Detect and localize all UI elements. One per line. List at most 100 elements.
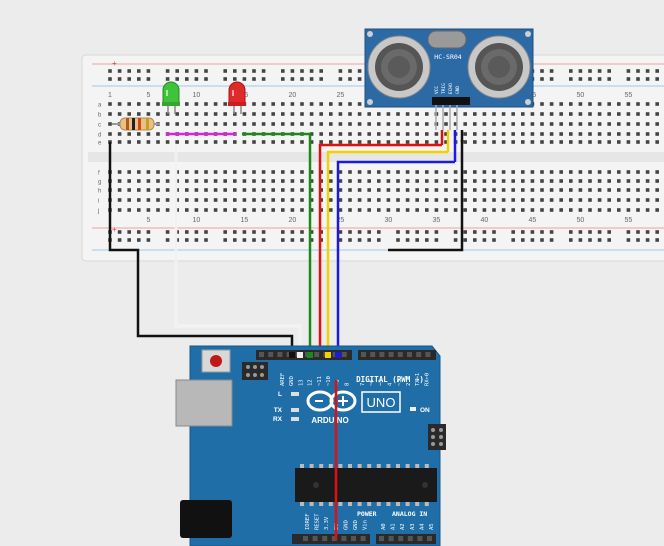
breadboard-hole[interactable] <box>252 188 256 192</box>
breadboard-hole[interactable] <box>521 230 525 234</box>
breadboard-hole[interactable] <box>636 230 640 234</box>
breadboard-hole[interactable] <box>290 179 295 183</box>
breadboard-hole[interactable] <box>223 112 227 116</box>
breadboard-hole[interactable] <box>636 69 640 73</box>
breadboard-hole[interactable] <box>281 208 285 212</box>
breadboard-hole[interactable] <box>415 140 419 144</box>
breadboard-hole[interactable] <box>338 132 343 136</box>
breadboard-hole[interactable] <box>357 132 362 136</box>
breadboard-hole[interactable] <box>578 238 583 242</box>
breadboard-hole[interactable] <box>607 179 611 183</box>
breadboard-hole[interactable] <box>396 230 400 234</box>
breadboard-hole[interactable] <box>290 112 295 116</box>
breadboard-hole[interactable] <box>396 122 400 126</box>
breadboard-hole[interactable] <box>597 208 602 212</box>
header-pin[interactable] <box>341 536 347 541</box>
breadboard-hole[interactable] <box>146 170 151 174</box>
breadboard-hole[interactable] <box>511 198 515 202</box>
breadboard-hole[interactable] <box>281 122 285 126</box>
breadboard-hole[interactable] <box>588 112 592 116</box>
breadboard-hole[interactable] <box>607 198 611 202</box>
breadboard-hole[interactable] <box>626 230 631 234</box>
breadboard-hole[interactable] <box>578 77 583 81</box>
breadboard-hole[interactable] <box>146 208 151 212</box>
header-pin[interactable] <box>322 536 328 541</box>
breadboard-hole[interactable] <box>492 230 496 234</box>
breadboard-hole[interactable] <box>588 69 592 73</box>
breadboard-hole[interactable] <box>425 179 429 183</box>
breadboard-hole[interactable] <box>521 122 525 126</box>
breadboard-hole[interactable] <box>329 179 333 183</box>
breadboard-hole[interactable] <box>223 102 227 106</box>
breadboard-hole[interactable] <box>156 179 160 183</box>
breadboard-hole[interactable] <box>396 140 400 144</box>
breadboard-hole[interactable] <box>290 208 295 212</box>
breadboard-hole[interactable] <box>223 208 227 212</box>
breadboard-hole[interactable] <box>137 69 141 73</box>
breadboard-hole[interactable] <box>213 188 218 192</box>
breadboard-hole[interactable] <box>636 208 640 212</box>
breadboard-hole[interactable] <box>492 208 496 212</box>
breadboard-hole[interactable] <box>290 69 295 73</box>
breadboard-hole[interactable] <box>194 122 199 126</box>
breadboard-hole[interactable] <box>425 230 429 234</box>
breadboard-hole[interactable] <box>578 132 583 136</box>
breadboard-hole[interactable] <box>569 140 573 144</box>
breadboard-hole[interactable] <box>569 238 573 242</box>
breadboard-hole[interactable] <box>300 102 304 106</box>
breadboard-hole[interactable] <box>540 208 544 212</box>
breadboard-hole[interactable] <box>348 198 352 202</box>
breadboard-hole[interactable] <box>559 208 563 212</box>
breadboard-hole[interactable] <box>137 170 141 174</box>
breadboard-hole[interactable] <box>319 132 323 136</box>
breadboard-hole[interactable] <box>329 208 333 212</box>
breadboard-hole[interactable] <box>617 140 621 144</box>
breadboard-hole[interactable] <box>146 188 151 192</box>
breadboard-hole[interactable] <box>588 179 592 183</box>
breadboard-hole[interactable] <box>530 132 535 136</box>
breadboard-hole[interactable] <box>626 132 631 136</box>
breadboard-hole[interactable] <box>453 122 458 126</box>
breadboard-hole[interactable] <box>242 198 247 202</box>
breadboard-hole[interactable] <box>588 102 592 106</box>
breadboard-hole[interactable] <box>329 102 333 106</box>
breadboard-hole[interactable] <box>549 112 554 116</box>
breadboard-hole[interactable] <box>300 170 304 174</box>
breadboard-hole[interactable] <box>261 238 266 242</box>
breadboard-hole[interactable] <box>223 230 227 234</box>
breadboard-hole[interactable] <box>588 238 592 242</box>
breadboard-hole[interactable] <box>377 238 381 242</box>
breadboard-hole[interactable] <box>194 230 199 234</box>
breadboard-hole[interactable] <box>492 140 496 144</box>
breadboard-hole[interactable] <box>367 112 371 116</box>
breadboard-hole[interactable] <box>636 122 640 126</box>
breadboard-hole[interactable] <box>281 198 285 202</box>
breadboard-hole[interactable] <box>213 208 218 212</box>
header-pin[interactable] <box>379 536 384 541</box>
breadboard-hole[interactable] <box>127 198 131 202</box>
breadboard-hole[interactable] <box>281 102 285 106</box>
breadboard-hole[interactable] <box>213 170 218 174</box>
breadboard-hole[interactable] <box>607 69 611 73</box>
breadboard-hole[interactable] <box>405 188 410 192</box>
breadboard-hole[interactable] <box>300 112 304 116</box>
breadboard-hole[interactable] <box>367 179 371 183</box>
breadboard-hole[interactable] <box>319 140 323 144</box>
breadboard-hole[interactable] <box>127 140 131 144</box>
breadboard-hole[interactable] <box>473 198 477 202</box>
breadboard-hole[interactable] <box>367 198 371 202</box>
breadboard-hole[interactable] <box>357 230 362 234</box>
breadboard-hole[interactable] <box>338 122 343 126</box>
breadboard-hole[interactable] <box>425 170 429 174</box>
breadboard-hole[interactable] <box>348 188 352 192</box>
breadboard-hole[interactable] <box>204 198 208 202</box>
breadboard-hole[interactable] <box>501 198 506 202</box>
breadboard-hole[interactable] <box>319 77 323 81</box>
breadboard-hole[interactable] <box>482 198 487 202</box>
breadboard-hole[interactable] <box>137 77 141 81</box>
breadboard-hole[interactable] <box>300 238 304 242</box>
breadboard-hole[interactable] <box>367 140 371 144</box>
breadboard-hole[interactable] <box>117 170 122 174</box>
breadboard-hole[interactable] <box>549 208 554 212</box>
